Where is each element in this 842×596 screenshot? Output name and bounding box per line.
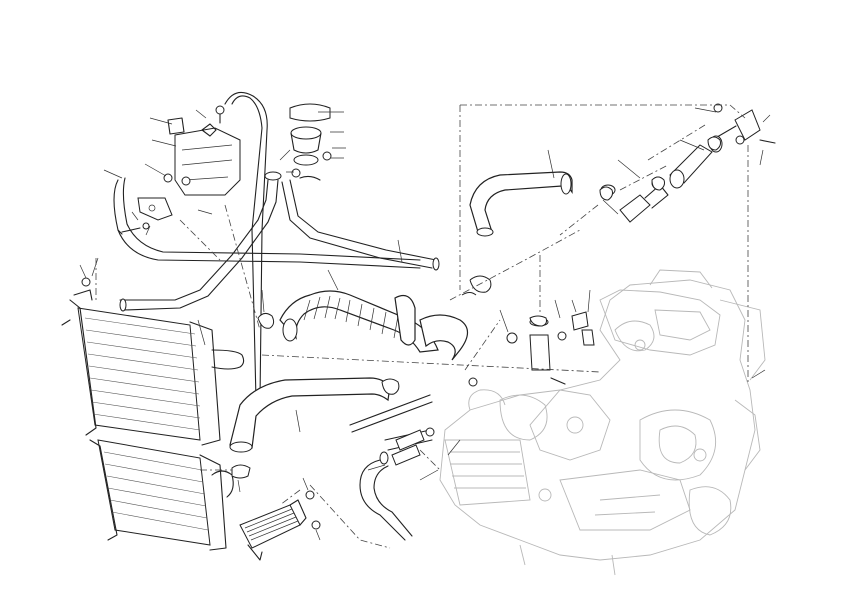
thermostat-cap [289,103,332,181]
lower-coolant-hose [229,377,433,453]
radiator-upper [61,289,245,446]
bypass-hose [359,429,433,541]
connection-lines [95,104,749,549]
leader-lines [79,107,771,541]
large-coolant-hose [279,290,469,361]
hose-connectors [379,429,425,466]
upper-right-hose [469,171,573,237]
thermostat-housing [600,103,776,223]
upper-hose-left [119,171,440,312]
expansion-tank [163,105,241,196]
engine-block [439,269,766,576]
oil-cooler [239,499,307,561]
hose-clamps [81,136,721,530]
tank-breather-tube [113,179,421,269]
tank-overflow-tube [231,95,263,401]
tank-bracket [117,197,173,235]
radiator-lower [89,439,234,551]
temperature-sensor [461,275,595,385]
